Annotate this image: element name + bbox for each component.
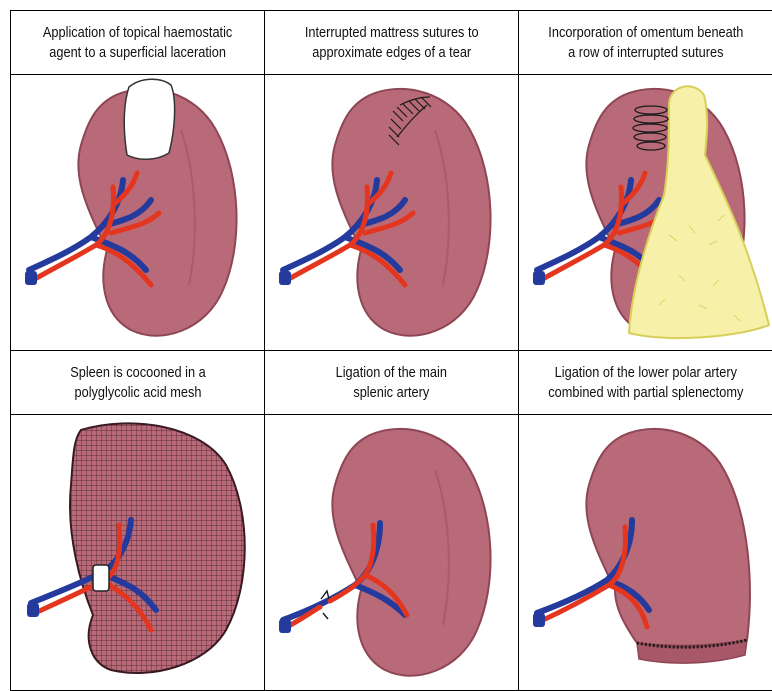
spleen-illustration [265,415,519,691]
spleen-illustration [11,415,265,691]
artery-end [279,619,291,633]
artery-end [27,603,39,617]
panel-main-artery-ligation: Ligation of the main splenic artery [265,351,519,691]
panel-caption: Interrupted mattress sutures to approxim… [265,11,518,75]
spleen-illustration [519,75,772,351]
artery-end [25,271,37,285]
panel-partial-splenectomy: Ligation of the lower polar artery combi… [519,351,772,691]
panel-caption: Incorporation of omentum beneath a row o… [519,11,772,75]
panel-caption: Ligation of the lower polar artery combi… [519,351,772,415]
artery-end [279,271,291,285]
artery-end [533,271,545,285]
panel-caption: Spleen is cocooned in a polyglycolic aci… [11,351,264,415]
mesh-tie [93,565,109,591]
spleen-illustration [265,75,519,351]
polyglycolic-mesh [70,423,245,673]
spleen [586,429,750,646]
panel-mattress-sutures: Interrupted mattress sutures to approxim… [265,11,519,351]
artery-end [533,613,545,627]
technique-grid: Application of topical haemostatic agent… [10,10,772,691]
panel-topical-haemostatic: Application of topical haemostatic agent… [11,11,265,351]
haemostatic-pad [124,79,174,159]
spleen [332,429,490,676]
panel-omentum: Incorporation of omentum beneath a row o… [519,11,772,351]
panel-caption: Ligation of the main splenic artery [265,351,518,415]
spleen-illustration [519,415,772,691]
panel-mesh-wrap: Spleen is cocooned in a polyglycolic aci… [11,351,265,691]
panel-caption: Application of topical haemostatic agent… [11,11,264,75]
spleen-illustration [11,75,265,351]
